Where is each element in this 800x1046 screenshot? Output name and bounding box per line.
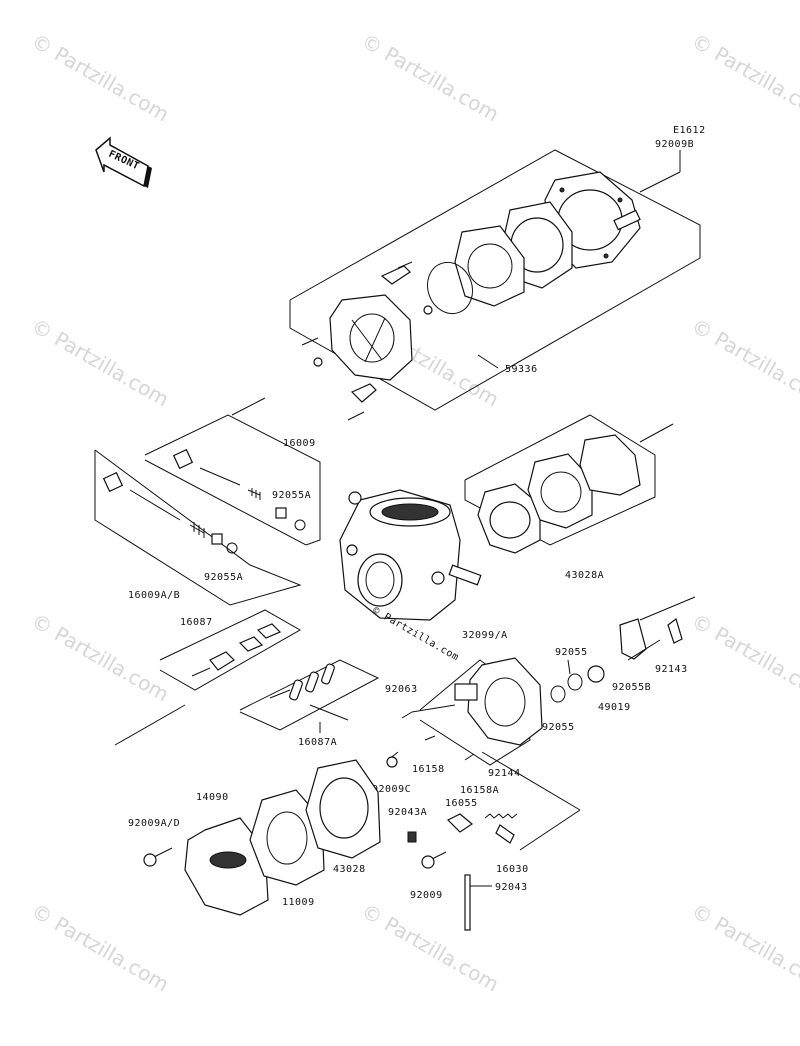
cap-92055B — [619, 618, 647, 660]
part-label-92043A: 92043A — [388, 807, 427, 818]
part-label-16158A: 16158A — [460, 785, 499, 796]
link-group-16087A — [239, 659, 380, 731]
gasket-kit-43028A — [464, 414, 656, 554]
fuel-pump-kit-group — [289, 149, 701, 421]
part-label-92055A-upper: 92055A — [272, 490, 311, 501]
part-label-16158: 16158 — [412, 764, 445, 775]
part-label-49019: 49019 — [598, 702, 631, 713]
watermark: © Partzilla.com — [28, 314, 174, 412]
part-label-11009: 11009 — [282, 897, 315, 908]
part-label-16087: 16087 — [180, 617, 213, 628]
lever-group-16087 — [159, 609, 302, 691]
gasket-11009 — [249, 789, 325, 886]
pin-92043A — [407, 831, 417, 843]
spring-92144 — [484, 813, 518, 819]
adjuster-screw-ab-group — [94, 449, 302, 606]
part-label-16009: 16009 — [283, 438, 316, 449]
part-label-92009AD: 92009A/D — [128, 818, 180, 829]
part-label-92063: 92063 — [385, 684, 418, 695]
part-label-32099A: 32099/A — [462, 630, 508, 641]
part-label-92055A-lower: 92055A — [204, 572, 243, 583]
part-label-92043: 92043 — [495, 882, 528, 893]
watermark: © Partzilla.com — [688, 29, 800, 127]
watermark: © Partzilla.com — [688, 899, 800, 997]
part-label-16087A: 16087A — [298, 737, 337, 748]
carburetor-cover-14090 — [184, 817, 269, 916]
part-label-92009B: 92009B — [655, 139, 694, 150]
plug-49019 — [587, 665, 605, 683]
part-label-43028A: 43028A — [565, 570, 604, 581]
adjuster-screw-group — [144, 414, 321, 546]
watermark: © Partzilla.com — [688, 314, 800, 412]
accelerator-pump-housing — [419, 657, 543, 766]
watermark: © Partzilla.com — [358, 899, 504, 997]
watermark: © Partzilla.com — [688, 609, 800, 707]
carburetor-body — [339, 489, 482, 621]
part-label-59336: 59336 — [505, 364, 538, 375]
part-label-92144: 92144 — [488, 768, 521, 779]
lever-16055 — [446, 813, 474, 833]
o-ring-92055-2 — [550, 685, 566, 703]
part-label-92055-lower: 92055 — [542, 722, 575, 733]
diagram-code: E1612 — [673, 125, 706, 136]
part-label-16009AB: 16009A/B — [128, 590, 180, 601]
part-label-16030: 16030 — [496, 864, 529, 875]
o-ring-92055 — [567, 673, 583, 691]
part-label-92055B: 92055B — [612, 682, 651, 693]
clip-92143 — [667, 618, 683, 644]
part-label-14090: 14090 — [196, 792, 229, 803]
part-label-92009C: 92009C — [372, 784, 411, 795]
part-label-92009-lower: 92009 — [410, 890, 443, 901]
part-label-16055: 16055 — [445, 798, 478, 809]
pin-92043 — [464, 874, 471, 931]
watermark: © Partzilla.com — [28, 609, 174, 707]
fuel-pump-body — [329, 294, 413, 381]
part-label-92143: 92143 — [655, 664, 688, 675]
watermark: © Partzilla.com — [28, 29, 174, 127]
front-arrow-icon: FRONT — [95, 136, 152, 188]
watermark: © Partzilla.com — [358, 29, 504, 127]
needle-16030 — [495, 824, 515, 844]
part-label-43028: 43028 — [333, 864, 366, 875]
watermark: © Partzilla.com — [28, 899, 174, 997]
part-label-92055-upper: 92055 — [555, 647, 588, 658]
